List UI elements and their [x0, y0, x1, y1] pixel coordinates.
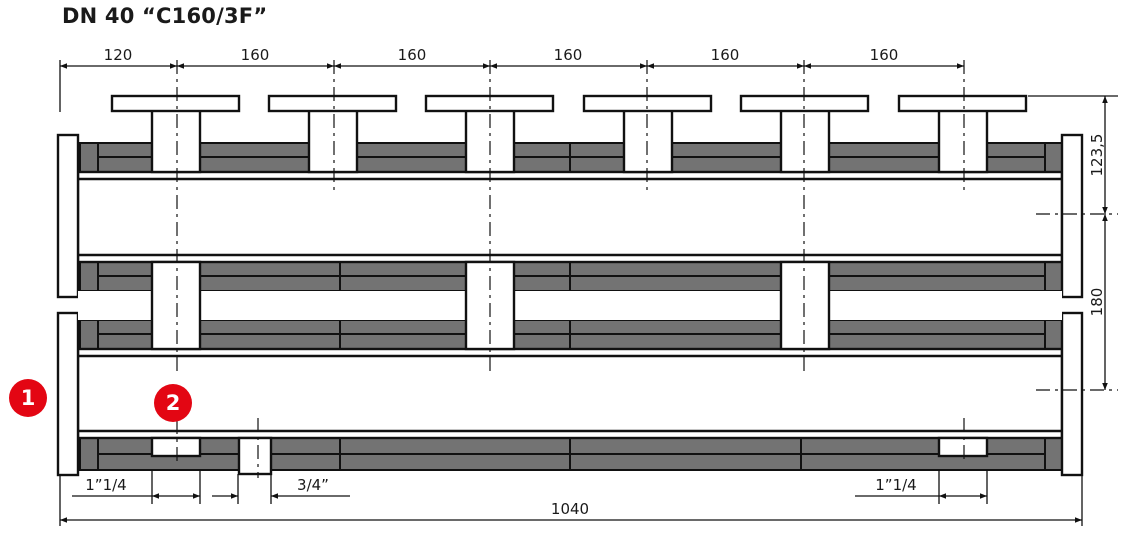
- lower-header-pipe: [76, 347, 1064, 440]
- dim-180: 180: [1088, 288, 1106, 317]
- callout-badge-2: 2: [154, 384, 192, 422]
- drawing-title: DN 40 “C160/3F”: [62, 4, 268, 28]
- dim-overall-length: 1040: [551, 500, 589, 518]
- dim-160-3: 160: [554, 46, 583, 64]
- dim-160-2: 160: [398, 46, 427, 64]
- upper-header-pipe: [76, 170, 1064, 264]
- dim-160-1: 160: [241, 46, 270, 64]
- callout-badge-1: 1: [9, 379, 47, 417]
- dim-port-left: 1”1/4: [85, 476, 126, 494]
- centerlines: [176, 60, 1118, 478]
- dim-123-5: 123,5: [1088, 134, 1106, 177]
- dim-160-4: 160: [711, 46, 740, 64]
- top-dimension-chain: [59, 60, 964, 112]
- bottom-dimension-lines: [59, 470, 1083, 526]
- dim-120: 120: [104, 46, 133, 64]
- dim-160-5: 160: [870, 46, 899, 64]
- dim-port-right: 1”1/4: [875, 476, 916, 494]
- dim-port-mid: 3/4”: [297, 476, 329, 494]
- end-flanges: [56, 133, 1084, 477]
- right-dimension-chain: [1028, 95, 1118, 390]
- top-outlets: [110, 94, 1028, 174]
- bottom-ports: [150, 436, 989, 476]
